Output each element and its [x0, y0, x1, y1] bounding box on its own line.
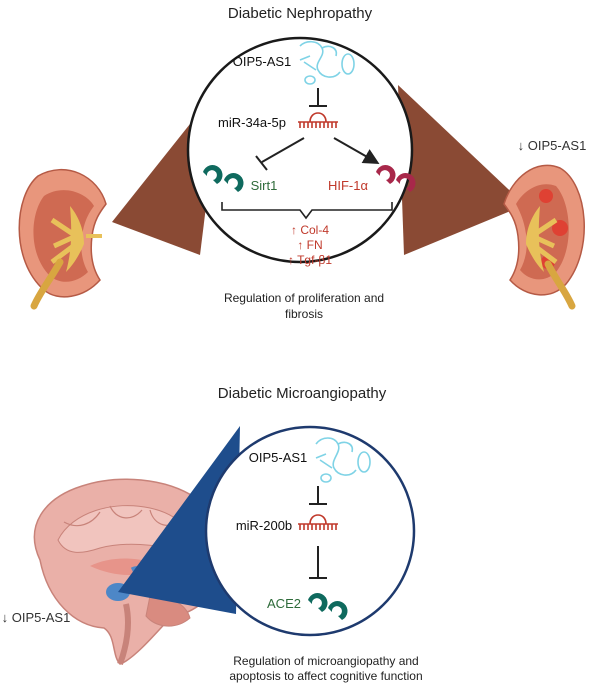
right-kidney-illustration [503, 164, 585, 310]
top-lncrna-icon [299, 40, 355, 85]
sirt1-protein-icon [203, 165, 244, 192]
ace2-label: ACE2 [267, 596, 301, 611]
right-kidney-cone [398, 85, 525, 255]
top-inhibition-lnc-to-mir [309, 88, 327, 107]
top-outcome-line2: fibrosis [285, 307, 323, 321]
top-inhibition-mir-to-sirt1 [255, 137, 305, 171]
nephropathy-mechanism-circle [186, 36, 414, 264]
bottom-lncrna-label: OIP5-AS1 [249, 450, 308, 465]
bottom-lncrna-icon [315, 437, 371, 483]
hif1a-label: HIF-1α [328, 178, 369, 193]
bottom-side-label: ↓ OIP5-AS1 [2, 610, 71, 625]
top-lncrna-label: OIP5-AS1 [233, 54, 292, 69]
bottom-outcome-line2: apoptosis to affect cognitive function [229, 669, 422, 683]
top-title: Diabetic Nephropathy [228, 5, 373, 22]
ace2-protein-icon [308, 593, 348, 620]
bottom-title: Diabetic Microangiopathy [218, 385, 387, 402]
microangiopathy-mechanism-circle [204, 425, 416, 637]
hif1a-protein-icon [376, 165, 416, 192]
bottom-inhibition-lnc-to-mir [309, 486, 327, 505]
bottom-outcome-line1: Regulation of microangiopathy and [233, 654, 418, 668]
bottom-inhibition-mir-to-ace2 [309, 546, 327, 579]
top-side-label: ↓ OIP5-AS1 [518, 138, 587, 153]
brain-cone [118, 426, 240, 614]
top-arrow-mir-to-hif1a [333, 137, 380, 164]
top-mirna-icon [298, 112, 338, 128]
marker-fn: ↑ FN [297, 238, 322, 252]
top-outcome-line1: Regulation of proliferation and [224, 291, 384, 305]
marker-col4: ↑ Col-4 [291, 223, 329, 237]
top-bracket [221, 202, 393, 220]
sirt1-label: Sirt1 [251, 178, 278, 193]
bottom-mirna-icon [298, 514, 338, 530]
marker-tgfb1: ↑ Tgf-β1 [288, 253, 332, 267]
left-kidney-illustration [18, 168, 107, 310]
bottom-mirna-label: miR-200b [236, 518, 292, 533]
top-mirna-label: miR-34a-5p [218, 115, 286, 130]
